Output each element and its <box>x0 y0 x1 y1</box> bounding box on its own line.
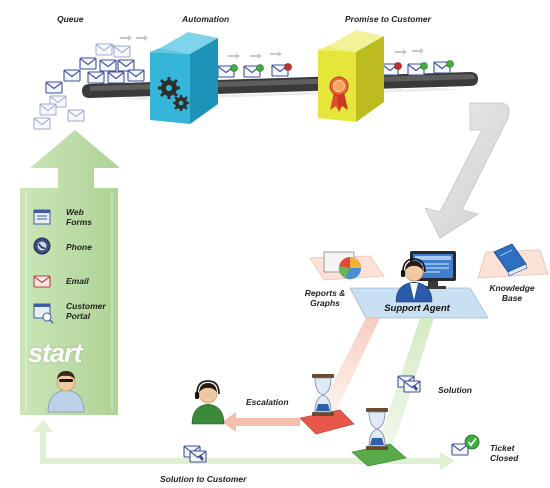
hourglass-icon <box>312 374 334 416</box>
monitor-icon <box>410 251 456 289</box>
customer-avatar <box>47 371 85 413</box>
email-icon <box>33 275 51 288</box>
hourglass-icon <box>366 408 388 450</box>
solution-label: Solution <box>438 385 472 395</box>
start-arrow <box>20 130 120 415</box>
reports-panel <box>309 251 385 281</box>
pie-chart-icon <box>323 251 362 280</box>
customer-portal-label: Customer Portal <box>66 301 106 321</box>
support-agent-label: Support Agent <box>384 303 450 314</box>
queue-label: Queue <box>57 14 84 24</box>
solution-to-customer-envelope-icon <box>183 445 207 463</box>
escalation-arrow <box>222 412 300 432</box>
escalation-connector <box>318 318 380 412</box>
belt-envelopes <box>217 60 454 78</box>
gear-icon <box>158 77 189 111</box>
phone-label: Phone <box>66 242 92 252</box>
escalation-agent-avatar <box>191 380 225 425</box>
solution-to-customer-label: Solution to Customer <box>160 474 247 484</box>
book-icon <box>493 243 528 277</box>
checkmark-icon <box>464 434 480 450</box>
promise-label: Promise to Customer <box>345 14 431 24</box>
start-label: start <box>28 338 83 368</box>
phone-icon <box>33 237 51 255</box>
escalation-label: Escalation <box>246 397 289 407</box>
trail-arrows <box>104 35 424 59</box>
solution-envelope-icon <box>397 375 421 393</box>
return-arrow <box>424 102 510 239</box>
automation-label: Automation <box>182 14 230 24</box>
ticket-closed-label: Ticket Closed <box>490 443 519 463</box>
reports-label: Reports & Graphs <box>304 288 346 308</box>
web-forms-label: Web Forms <box>66 207 92 227</box>
email-label: Email <box>66 276 89 286</box>
bottom-return-arrow <box>33 420 455 470</box>
automation-cube <box>150 32 218 124</box>
portal-icon <box>33 303 54 324</box>
agent-avatar <box>395 258 433 303</box>
knowledge-base-label: Knowledge Base <box>489 283 535 303</box>
knowledge-panel <box>477 243 549 279</box>
promise-cube <box>318 30 384 122</box>
ticket-closed-icon <box>451 434 480 456</box>
ribbon-icon <box>329 76 349 112</box>
web-form-icon <box>33 209 51 225</box>
